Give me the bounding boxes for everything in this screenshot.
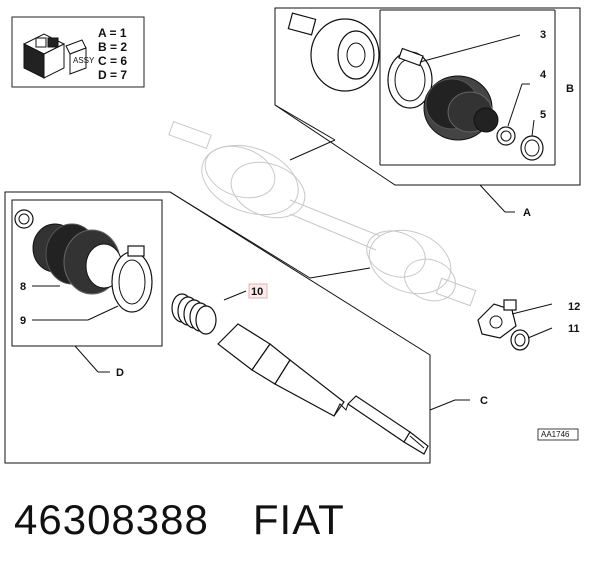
callout-10: 10: [251, 286, 263, 298]
exploded-parts-diagram: ASSY A = 1 B = 2 C = 6 D = 7: [4, 7, 581, 464]
outer-cv-joint-part: [287, 12, 380, 92]
legend-line-a: A = 1: [98, 26, 127, 40]
callout-8: 8: [20, 281, 26, 293]
inner-boot-part: [32, 223, 123, 295]
cube-label: ASSY: [73, 56, 95, 65]
legend-box: ASSY A = 1 B = 2 C = 6 D = 7: [11, 16, 145, 88]
callout-3: 3: [540, 29, 546, 41]
boot-clamp-9-part: [111, 245, 153, 313]
drive-shaft-part: [217, 323, 429, 455]
callout-11: 11: [568, 323, 580, 335]
callout-5: 5: [540, 109, 546, 121]
group-label-c: C: [480, 395, 488, 407]
group-d-box: [11, 199, 163, 347]
group-label-b: B: [566, 83, 574, 95]
group-label-a: A: [523, 207, 531, 219]
drawing-code-box: [537, 428, 579, 441]
part-number: 46308388: [14, 496, 209, 543]
tripod-joint-part: [477, 299, 517, 339]
group-label-d: D: [116, 367, 124, 379]
assembly-cube-icon: ASSY: [22, 33, 95, 79]
outer-boot-part: [423, 75, 499, 141]
callout-9: 9: [20, 315, 26, 327]
legend-line-c: C = 6: [98, 54, 127, 68]
callout-4: 4: [540, 69, 547, 81]
callout-10-highlight: [248, 283, 268, 299]
legend-line-d: D = 7: [98, 68, 127, 82]
group-b-box: [274, 7, 581, 186]
callout-12: 12: [568, 301, 580, 313]
brand-name: FIAT: [252, 496, 345, 543]
boot-clamp-large-part: [387, 47, 433, 109]
damper-spring-part: [171, 293, 217, 335]
part-info-line: 46308388 FIAT: [14, 490, 345, 550]
group-c-box: [4, 191, 431, 464]
drive-shaft-ghost: [168, 120, 477, 307]
legend-line-b: B = 2: [98, 40, 127, 54]
drawing-code: AA1746: [541, 430, 570, 439]
